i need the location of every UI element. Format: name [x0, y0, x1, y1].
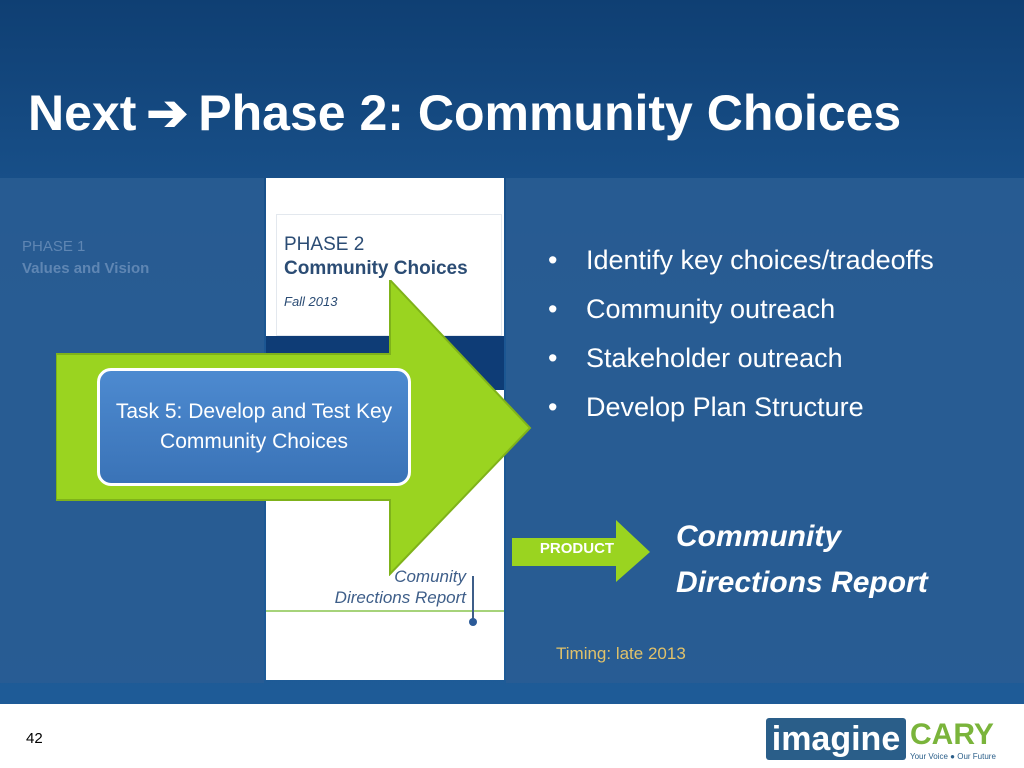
imagine-cary-logo: imagine CARY Your Voice ● Our Future	[766, 712, 996, 766]
product-title-line2: Directions Report	[676, 566, 928, 599]
logo-imagine: imagine	[766, 718, 906, 760]
slide-title: Next➔Phase 2: Community Choices	[28, 84, 901, 142]
bullet-list: Identify key choices/tradeoffs Community…	[548, 240, 934, 436]
title-next: Next	[28, 85, 137, 141]
phase-date: Fall 2013	[284, 294, 338, 309]
timeline-line	[266, 610, 504, 612]
product-label: PRODUCT	[539, 540, 615, 557]
bullet-item: Community outreach	[548, 289, 934, 338]
product-title-line1: Community	[676, 520, 841, 553]
bullet-item: Stakeholder outreach	[548, 338, 934, 387]
product-title: Community Directions Report	[676, 514, 928, 606]
bullet-item: Develop Plan Structure	[548, 387, 934, 436]
title-phase: Phase 2: Community Choices	[198, 85, 902, 141]
logo-tagline: Your Voice ● Our Future	[910, 752, 996, 761]
phase-label: PHASE 2	[284, 234, 365, 255]
timeline-dot	[469, 618, 477, 626]
page-number: 42	[26, 730, 43, 747]
right-arrow-icon: ➔	[146, 85, 189, 141]
ghost-phase1-label: PHASE 1	[22, 238, 86, 255]
timing-text: Timing: late 2013	[556, 644, 686, 663]
phase-name: Community Choices	[284, 258, 468, 279]
logo-cary: CARY	[910, 718, 994, 751]
report-label: Comunity Directions Report	[334, 567, 466, 607]
ghost-phase1-name: Values and Vision	[22, 260, 150, 277]
task-box: Task 5: Develop and Test Key Community C…	[97, 368, 411, 486]
bullet-item: Identify key choices/tradeoffs	[548, 240, 934, 289]
timeline-marker	[472, 576, 474, 620]
product-arrow	[512, 520, 650, 582]
